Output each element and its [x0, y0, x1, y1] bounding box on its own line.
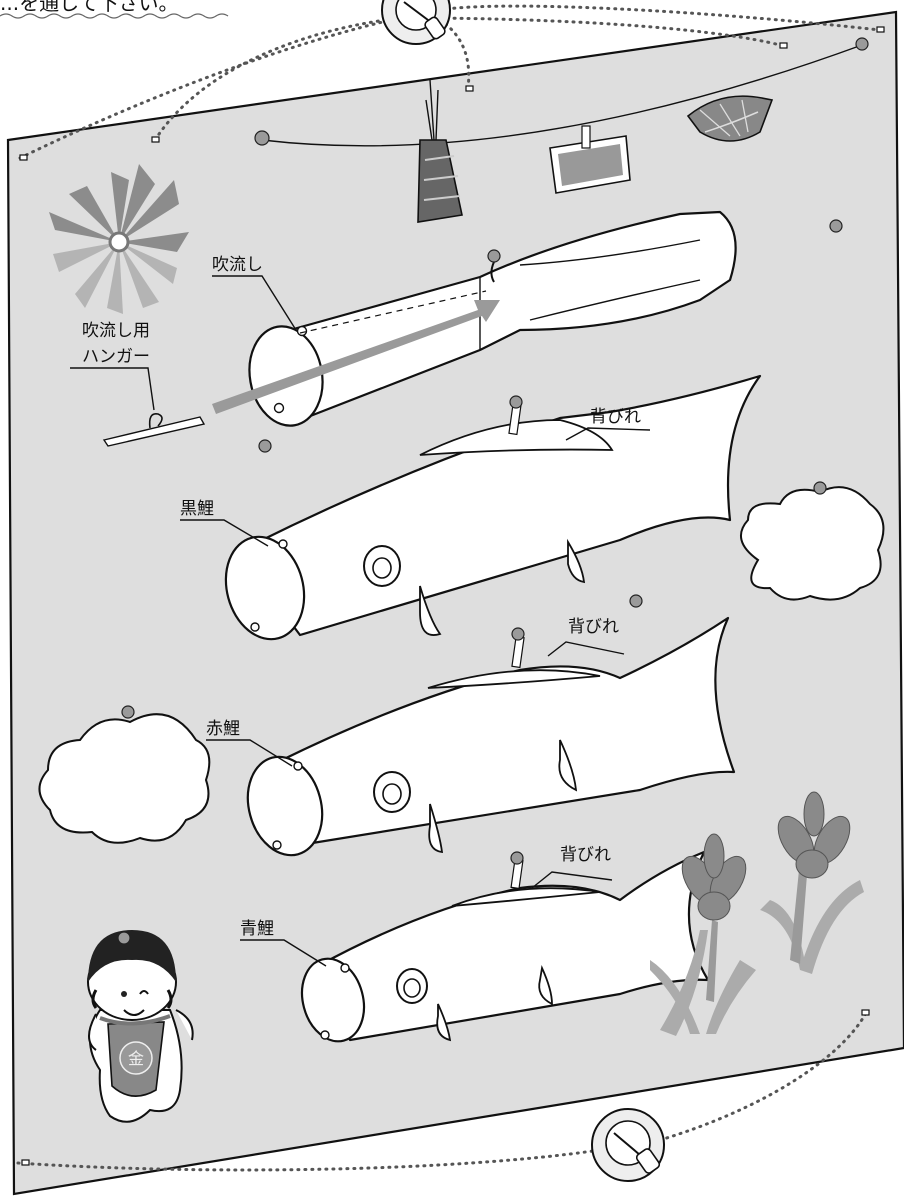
- label-sebire-2: 背びれ: [568, 617, 619, 637]
- label-ao-goi: 青鯉: [240, 919, 274, 939]
- label-hanger-line1: 吹流し用: [82, 321, 150, 341]
- suction-cup-bottom-icon: [592, 1109, 664, 1181]
- header-text: ...を通して下さい。: [0, 0, 178, 15]
- label-aka-goi: 赤鯉: [206, 719, 240, 739]
- kintaro-badge-text: 金: [128, 1049, 144, 1068]
- label-hanger-line2: ハンガー: [82, 347, 150, 367]
- label-sebire-3: 背びれ: [560, 845, 611, 865]
- suction-cup-top-icon: [382, 0, 450, 44]
- label-fukinagashi: 吹流し: [212, 255, 263, 275]
- label-kuro-goi: 黒鯉: [180, 499, 214, 519]
- label-sebire-1: 背びれ: [590, 407, 641, 427]
